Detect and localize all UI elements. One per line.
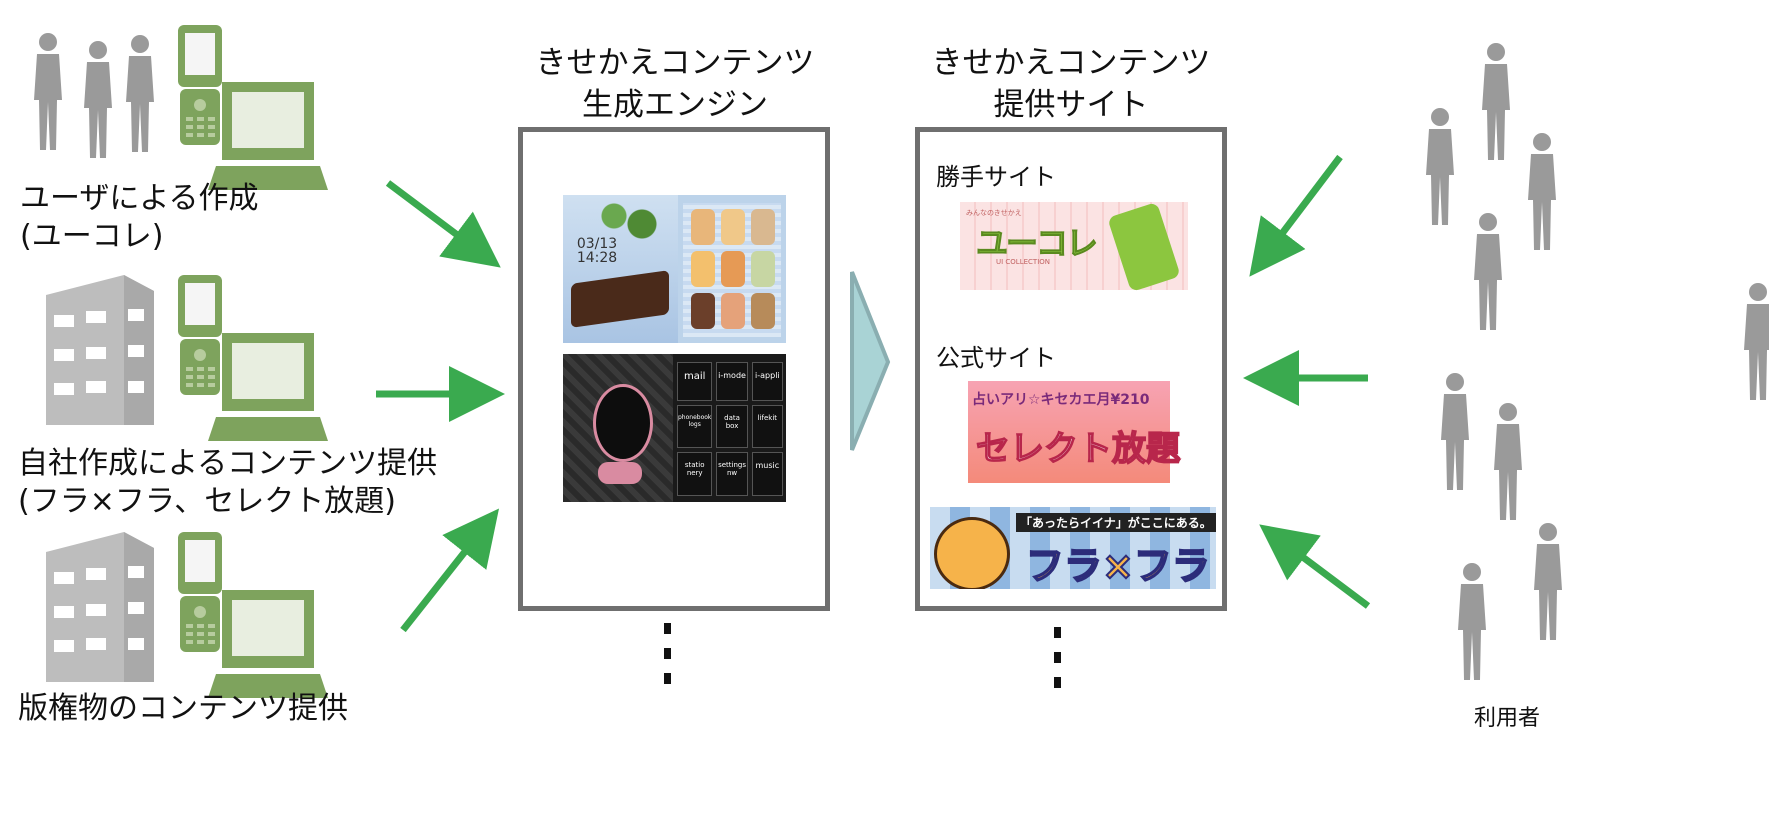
users-icon <box>1426 43 1769 680</box>
building-icon <box>46 275 154 425</box>
source-label-in-house: 自社作成によるコンテンツ提供 (フラ×フラ、セレクト放題) <box>18 445 437 521</box>
source-label-line1: ユーザによる作成 <box>20 181 259 216</box>
arrow-source1-to-engine <box>385 180 501 268</box>
engine-title-line2: 生成エンジン <box>582 87 768 123</box>
provider-title: きせかえコンテンツ 提供サイト <box>916 42 1226 126</box>
theme-preview-black: mail i-mode i-appli phonebook logs data … <box>563 354 786 502</box>
banner-select-houdai: 占いアリ☆キセカエ月¥210 セレクト放題 <box>968 381 1181 483</box>
phone-icon <box>178 275 222 395</box>
arrow-users-to-site-3 <box>1259 524 1371 609</box>
provider-box: 勝手サイト みんなのきせかえ ユーコレ UI COLLECTION 公式サイト … <box>915 127 1227 611</box>
phone-icon <box>178 532 222 652</box>
menu-item: data box <box>716 404 748 449</box>
screen-time: 14:28 <box>576 250 618 266</box>
screen-date: 03/13 <box>576 236 618 252</box>
source-label-line1: 版権物のコンテンツ提供 <box>18 691 348 726</box>
menu-item: i-appli <box>751 362 783 401</box>
engine-box: 03/13 14:28 mail i-mode i-appli phoneboo… <box>518 127 830 611</box>
laptop-icon <box>208 333 328 441</box>
laptop-icon <box>208 590 328 698</box>
engine-title: きせかえコンテンツ 生成エンジン <box>520 42 830 126</box>
people-icon <box>34 33 154 158</box>
source-label-line2: (フラ×フラ、セレクト放題) <box>18 484 396 519</box>
official-site-label: 公式サイト <box>936 344 1056 372</box>
banner-fura-top: 「あったらイイナ」がここにある。 <box>1016 513 1216 532</box>
arrow-users-to-site-1 <box>1249 154 1343 277</box>
banner-yucolle-main: ユーコレ <box>975 224 1098 263</box>
menu-item: mail <box>677 362 713 401</box>
source-label-user-created: ユーザによる作成 (ユーコレ) <box>20 180 259 256</box>
banner-fura-main: フラ×フラ <box>1025 543 1211 589</box>
menu-item: i-mode <box>716 362 748 401</box>
source-label-line1: 自社作成によるコンテンツ提供 <box>18 446 438 481</box>
engine-title-line1: きせかえコンテンツ <box>535 45 815 81</box>
engine-continuation-dots <box>664 623 671 684</box>
banner-yucolle-sub: UI COLLECTION <box>996 258 1051 266</box>
source-label-licensed: 版権物のコンテンツ提供 <box>18 690 348 728</box>
source-label-line2: (ユーコレ) <box>20 219 164 254</box>
menu-item: music <box>751 452 783 496</box>
banner-yucolle-small: みんなのきせかえ <box>966 209 1022 217</box>
provider-continuation-dots <box>1054 627 1061 688</box>
menu-item: phonebook logs <box>677 404 713 449</box>
laptop-icon <box>208 82 328 190</box>
arrow-source3-to-engine <box>400 508 500 633</box>
banner-select-main: セレクト放題 <box>975 428 1181 470</box>
phone-icon <box>178 25 222 145</box>
building-icon <box>46 532 154 682</box>
banner-select-top: 占いアリ☆キセカエ月¥210 <box>972 392 1150 408</box>
banner-fura-fura: 「あったらイイナ」がここにある。 フラ×フラ <box>930 507 1216 589</box>
theme-preview-cake: 03/13 14:28 <box>563 195 786 343</box>
flow-chevron-icon <box>850 271 891 451</box>
unofficial-site-label: 勝手サイト <box>936 163 1056 191</box>
menu-item: settings nw <box>716 452 748 496</box>
menu-item: statio nery <box>677 452 713 496</box>
menu-item: lifekit <box>751 404 783 449</box>
provider-title-line2: 提供サイト <box>993 87 1149 123</box>
provider-title-line1: きせかえコンテンツ <box>931 45 1211 81</box>
users-label: 利用者 <box>1474 706 1541 731</box>
banner-yucolle: みんなのきせかえ ユーコレ UI COLLECTION <box>960 201 1188 293</box>
